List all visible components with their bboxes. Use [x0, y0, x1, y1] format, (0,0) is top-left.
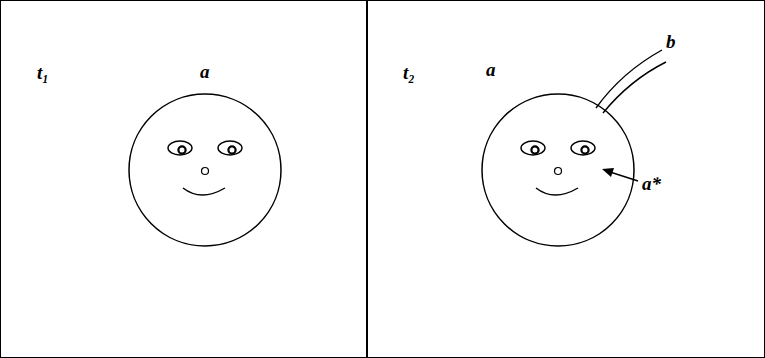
face-circle	[480, 92, 636, 248]
object-label: a	[200, 62, 210, 81]
object-label: a	[486, 60, 496, 79]
time-label: t₁	[37, 63, 49, 82]
time-panel: t₁ a	[0, 0, 368, 358]
arrow-head	[602, 168, 614, 177]
time-label: t₂	[403, 63, 415, 82]
face-figure: a	[480, 92, 636, 248]
b-line	[596, 50, 662, 108]
b-line	[603, 62, 666, 113]
time-panel: t₂ a	[366, 0, 765, 358]
part-label: a*	[642, 174, 661, 193]
part-label: b	[666, 32, 676, 51]
face-circle	[127, 92, 283, 248]
face-figure: a	[127, 92, 283, 248]
